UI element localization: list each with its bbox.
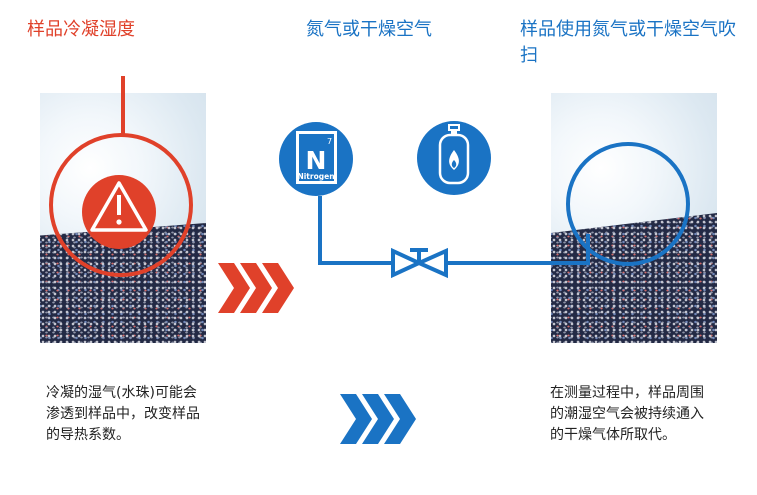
right-title: 样品使用氮气或干燥空气吹扫 <box>520 19 736 66</box>
right-description: 在测量过程中，样品周围的潮湿空气会被持续通入的干燥气体所取代。 <box>550 385 704 443</box>
left-title: 样品冷凝湿度 <box>27 19 135 40</box>
middle-title: 氮气或干燥空气 <box>306 19 432 40</box>
svg-text:Nitrogen: Nitrogen <box>297 172 334 181</box>
right-sample-image <box>551 93 717 343</box>
valve-icon <box>391 247 448 279</box>
svg-text:N: N <box>306 146 327 175</box>
svg-text:7: 7 <box>327 137 332 146</box>
chevron-arrow-icon-blue <box>340 394 416 444</box>
left-highlight-circle <box>49 133 193 277</box>
left-description: 冷凝的湿气(水珠)可能会渗透到样品中，改变样品的导热系数。 <box>46 385 200 443</box>
chevron-arrow-icon-red <box>218 263 294 313</box>
pipe-right <box>446 234 590 265</box>
nitrogen-element-icon: 7 N Nitrogen <box>279 122 353 196</box>
right-highlight-circle <box>566 142 690 266</box>
pipe-left <box>318 196 393 265</box>
gas-cylinder-icon <box>417 121 491 195</box>
warning-icon <box>82 175 156 249</box>
